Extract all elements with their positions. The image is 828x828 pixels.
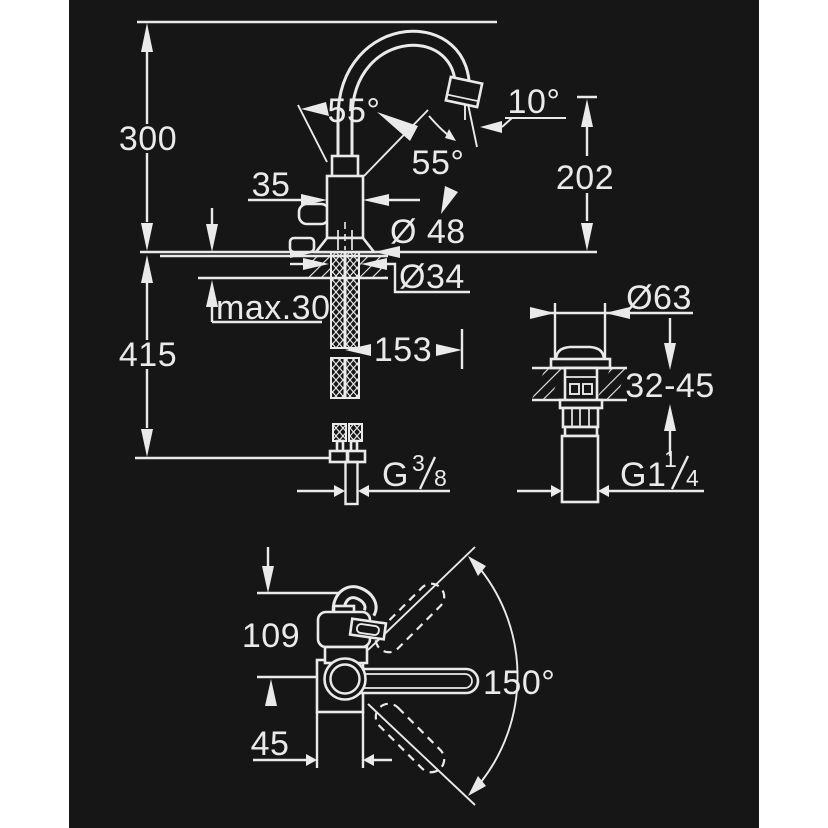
cartridge-neck (330, 154, 360, 180)
deck-hatch (597, 369, 628, 399)
drain-cap-disc (549, 357, 612, 370)
overflow-slot (582, 383, 593, 395)
dim-drain-deck-range: 32-45 (625, 367, 714, 405)
dim-base-offset: 45 (251, 725, 290, 763)
dim-lever-angle-1: 55° (328, 92, 381, 130)
plan-view: 109 45 150° (242, 546, 555, 806)
outlet-axis-line (464, 103, 478, 148)
deck-hatch (359, 257, 386, 277)
drain-tailpipe (560, 434, 600, 504)
dim-hole-dia: Ø34 (399, 258, 465, 296)
base-skirt (288, 236, 316, 254)
dim-base-dia: Ø 48 (390, 213, 466, 251)
dim-drain-thread-den: 4 (686, 465, 699, 491)
lever-position-dashed (374, 702, 446, 774)
dim-lever-angle-2: 55° (412, 144, 465, 182)
arrowhead (141, 23, 153, 52)
dim-spout-reach: 109 (242, 617, 300, 655)
dim-total-height: 300 (119, 120, 177, 158)
base-flange (313, 236, 377, 254)
dim-spout-height: 202 (556, 159, 614, 197)
dim-swivel-angle: 150° (483, 664, 555, 702)
swivel-arc (480, 569, 519, 783)
lever-handle-side (297, 202, 331, 226)
aerator-plan (348, 617, 388, 641)
dim-supply-thread-den: 8 (434, 465, 447, 491)
deck-hatch (306, 257, 331, 277)
fraction-slash (670, 455, 690, 490)
swivel-hub-inner (329, 663, 361, 695)
dim-drain-thread-num: 1 (664, 446, 677, 472)
lever-position-dashed (374, 582, 446, 654)
dim-below-deck: 415 (119, 336, 177, 374)
lever-position-line (363, 109, 429, 177)
dim-drain-dia: Ø63 (626, 279, 692, 317)
fraction-slash (418, 456, 437, 490)
dim-spout-angle: 10° (508, 83, 561, 121)
dim-hose-projection: 153 (374, 331, 432, 369)
front-view: 300 415 max.30 35 55° 55° 10° 202 Ø 48 Ø… (119, 20, 614, 506)
dim-supply-thread-num: 3 (412, 450, 425, 476)
drain-cap-dome (554, 345, 606, 362)
supply-thread-tail (344, 460, 359, 506)
hose-nut (348, 423, 363, 442)
overflow-slot (569, 383, 580, 395)
lever-position-line (297, 104, 328, 163)
hose-nut (332, 423, 347, 442)
dim-drain-thread: G1 (620, 456, 666, 494)
aerator (444, 75, 484, 109)
dim-deck-max: max.30 (216, 289, 331, 327)
supply-hose (330, 249, 346, 349)
deck-hatch (532, 369, 563, 399)
supply-hose (344, 249, 360, 349)
dim-supply-thread: G (382, 456, 409, 494)
dim-body-width: 35 (252, 166, 291, 204)
drain-view: Ø63 32-45 G1 1 4 (517, 279, 714, 504)
